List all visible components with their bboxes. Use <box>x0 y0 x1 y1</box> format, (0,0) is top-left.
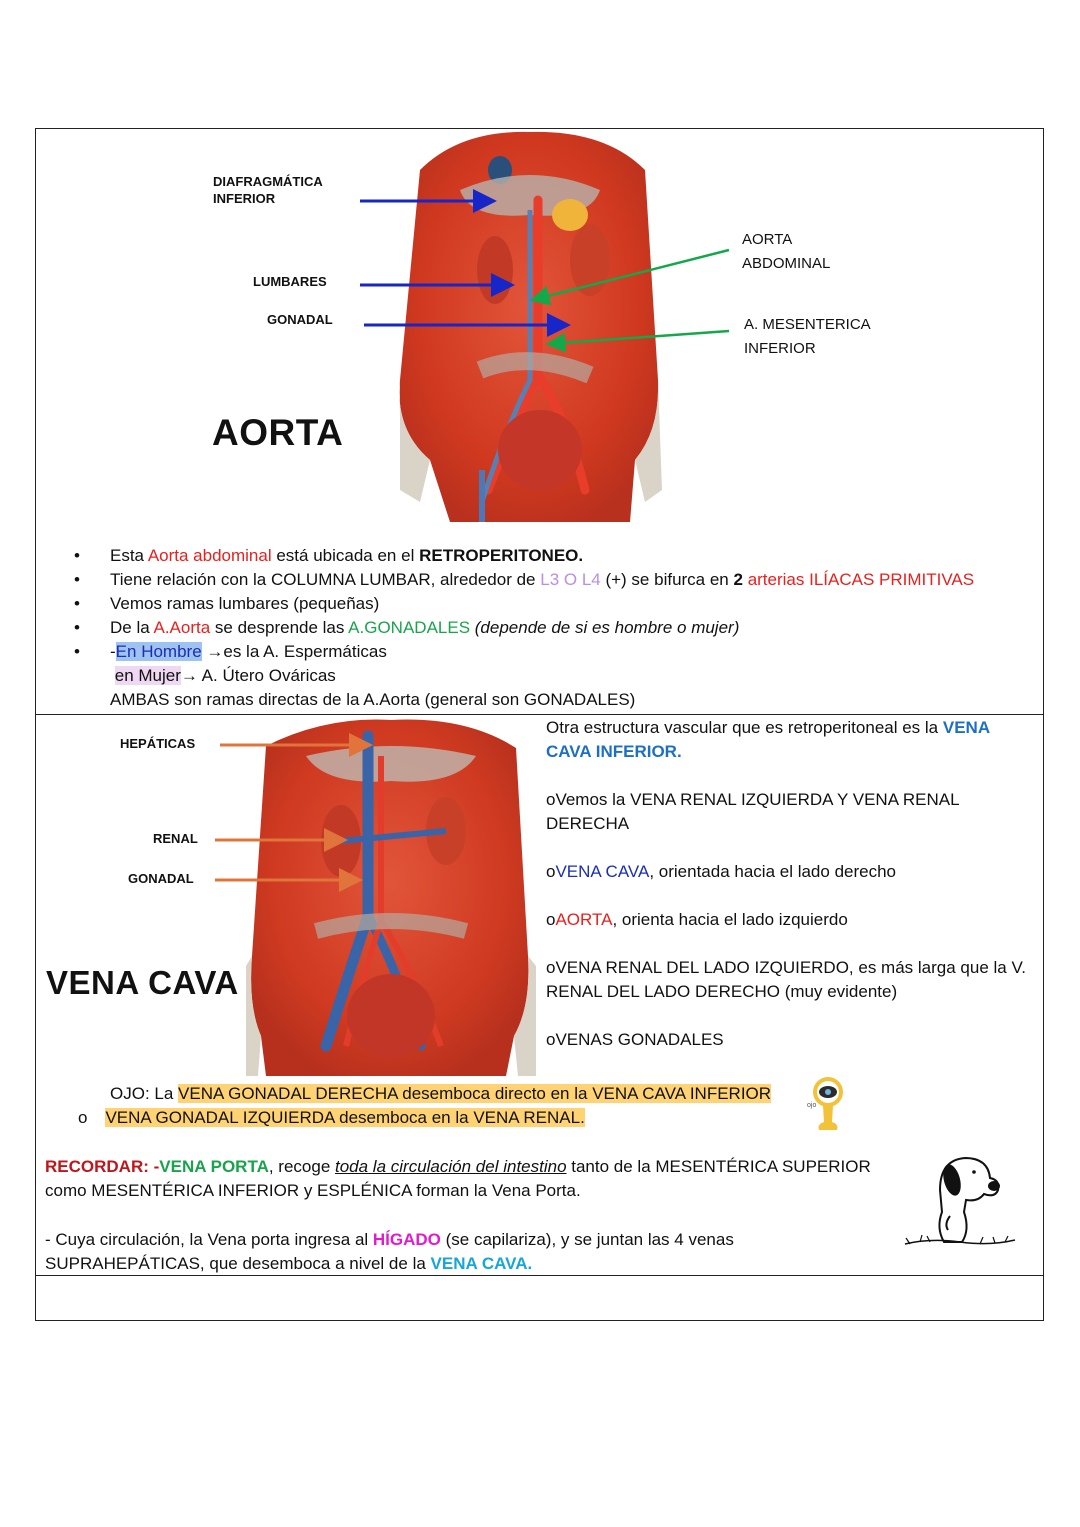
section-divider <box>35 714 1044 715</box>
snoopy-illustration <box>900 1150 1020 1250</box>
bullet-item: •Tiene relación con la COLUMNA LUMBAR, a… <box>74 568 1030 592</box>
vena-intro-2: CAVA INFERIOR. <box>546 742 682 761</box>
label-lumbares: LUMBARES <box>253 274 327 289</box>
aorta-anatomy-image <box>390 130 670 522</box>
label-gonadal: GONADAL <box>267 312 333 327</box>
eye-caption: ojo <box>807 1102 817 1109</box>
arrow-aorta-abdominal <box>529 248 730 306</box>
list-item: oVENAS GONADALES <box>546 1030 724 1049</box>
section-divider-bottom <box>35 1275 1044 1276</box>
vena-cava-anatomy-image <box>246 716 536 1076</box>
bullet-dot: • <box>74 546 80 565</box>
recordar-note: RECORDAR: -VENA PORTA, recoge toda la ci… <box>45 1157 871 1200</box>
vena-arrows <box>215 733 373 892</box>
label-gonadal-vena: GONADAL <box>128 871 194 886</box>
vena-cava-title: VENA CAVA <box>46 964 239 1001</box>
label-hepaticas: HEPÁTICAS <box>120 736 196 751</box>
text-line: AMBAS son ramas directas de la A.Aorta (… <box>110 690 636 709</box>
bullet-item: •De la A.Aorta se desprende las A.GONADA… <box>74 616 1030 640</box>
label-renal: RENAL <box>153 831 198 846</box>
page-frame <box>35 128 1044 1321</box>
list-item-cont: DERECHA <box>546 814 630 833</box>
vena-intro: Otra estructura vascular que es retroper… <box>546 718 991 737</box>
list-item: oVemos la VENA RENAL IZQUIERDA Y VENA RE… <box>546 790 960 809</box>
bullet-dot: • <box>74 594 80 613</box>
bullet-dot: • <box>74 618 80 637</box>
bullet-item: •-En Hombre →es la A. Espermáticas <box>74 640 1030 664</box>
bullet-dot: • <box>74 570 80 589</box>
list-item: oVENA RENAL DEL LADO IZQUIERDO, es más l… <box>546 958 1026 977</box>
vena-description: Otra estructura vascular que es retroper… <box>546 716 1036 1052</box>
list-item: oVENA CAVA, orientada hacia el lado dere… <box>546 862 897 881</box>
bullet-dot: • <box>74 642 80 661</box>
text-line: en Mujer→ A. Útero Ováricas <box>114 666 336 685</box>
bullet-item: •Esta Aorta abdominal está ubicada en el… <box>74 544 1030 568</box>
ojo-note: OJO: La VENA GONADAL DERECHA desemboca d… <box>110 1084 772 1103</box>
list-item-cont: RENAL DEL LADO DERECHO (muy evidente) <box>546 982 898 1001</box>
aorta-arrows <box>360 189 730 353</box>
eye-icon: ojo <box>803 1076 853 1134</box>
bullet-item: •Vemos ramas lumbares (pequeñas) <box>74 592 1030 616</box>
cuya-note: - Cuya circulación, la Vena porta ingres… <box>45 1230 734 1273</box>
list-item: oAORTA, orienta hacia el lado izquierdo <box>546 910 848 929</box>
arrow-mesenterica <box>545 329 730 353</box>
aorta-bullet-list: •Esta Aorta abdominal está ubicada en el… <box>74 544 1030 712</box>
aorta-title: AORTA <box>212 412 344 453</box>
